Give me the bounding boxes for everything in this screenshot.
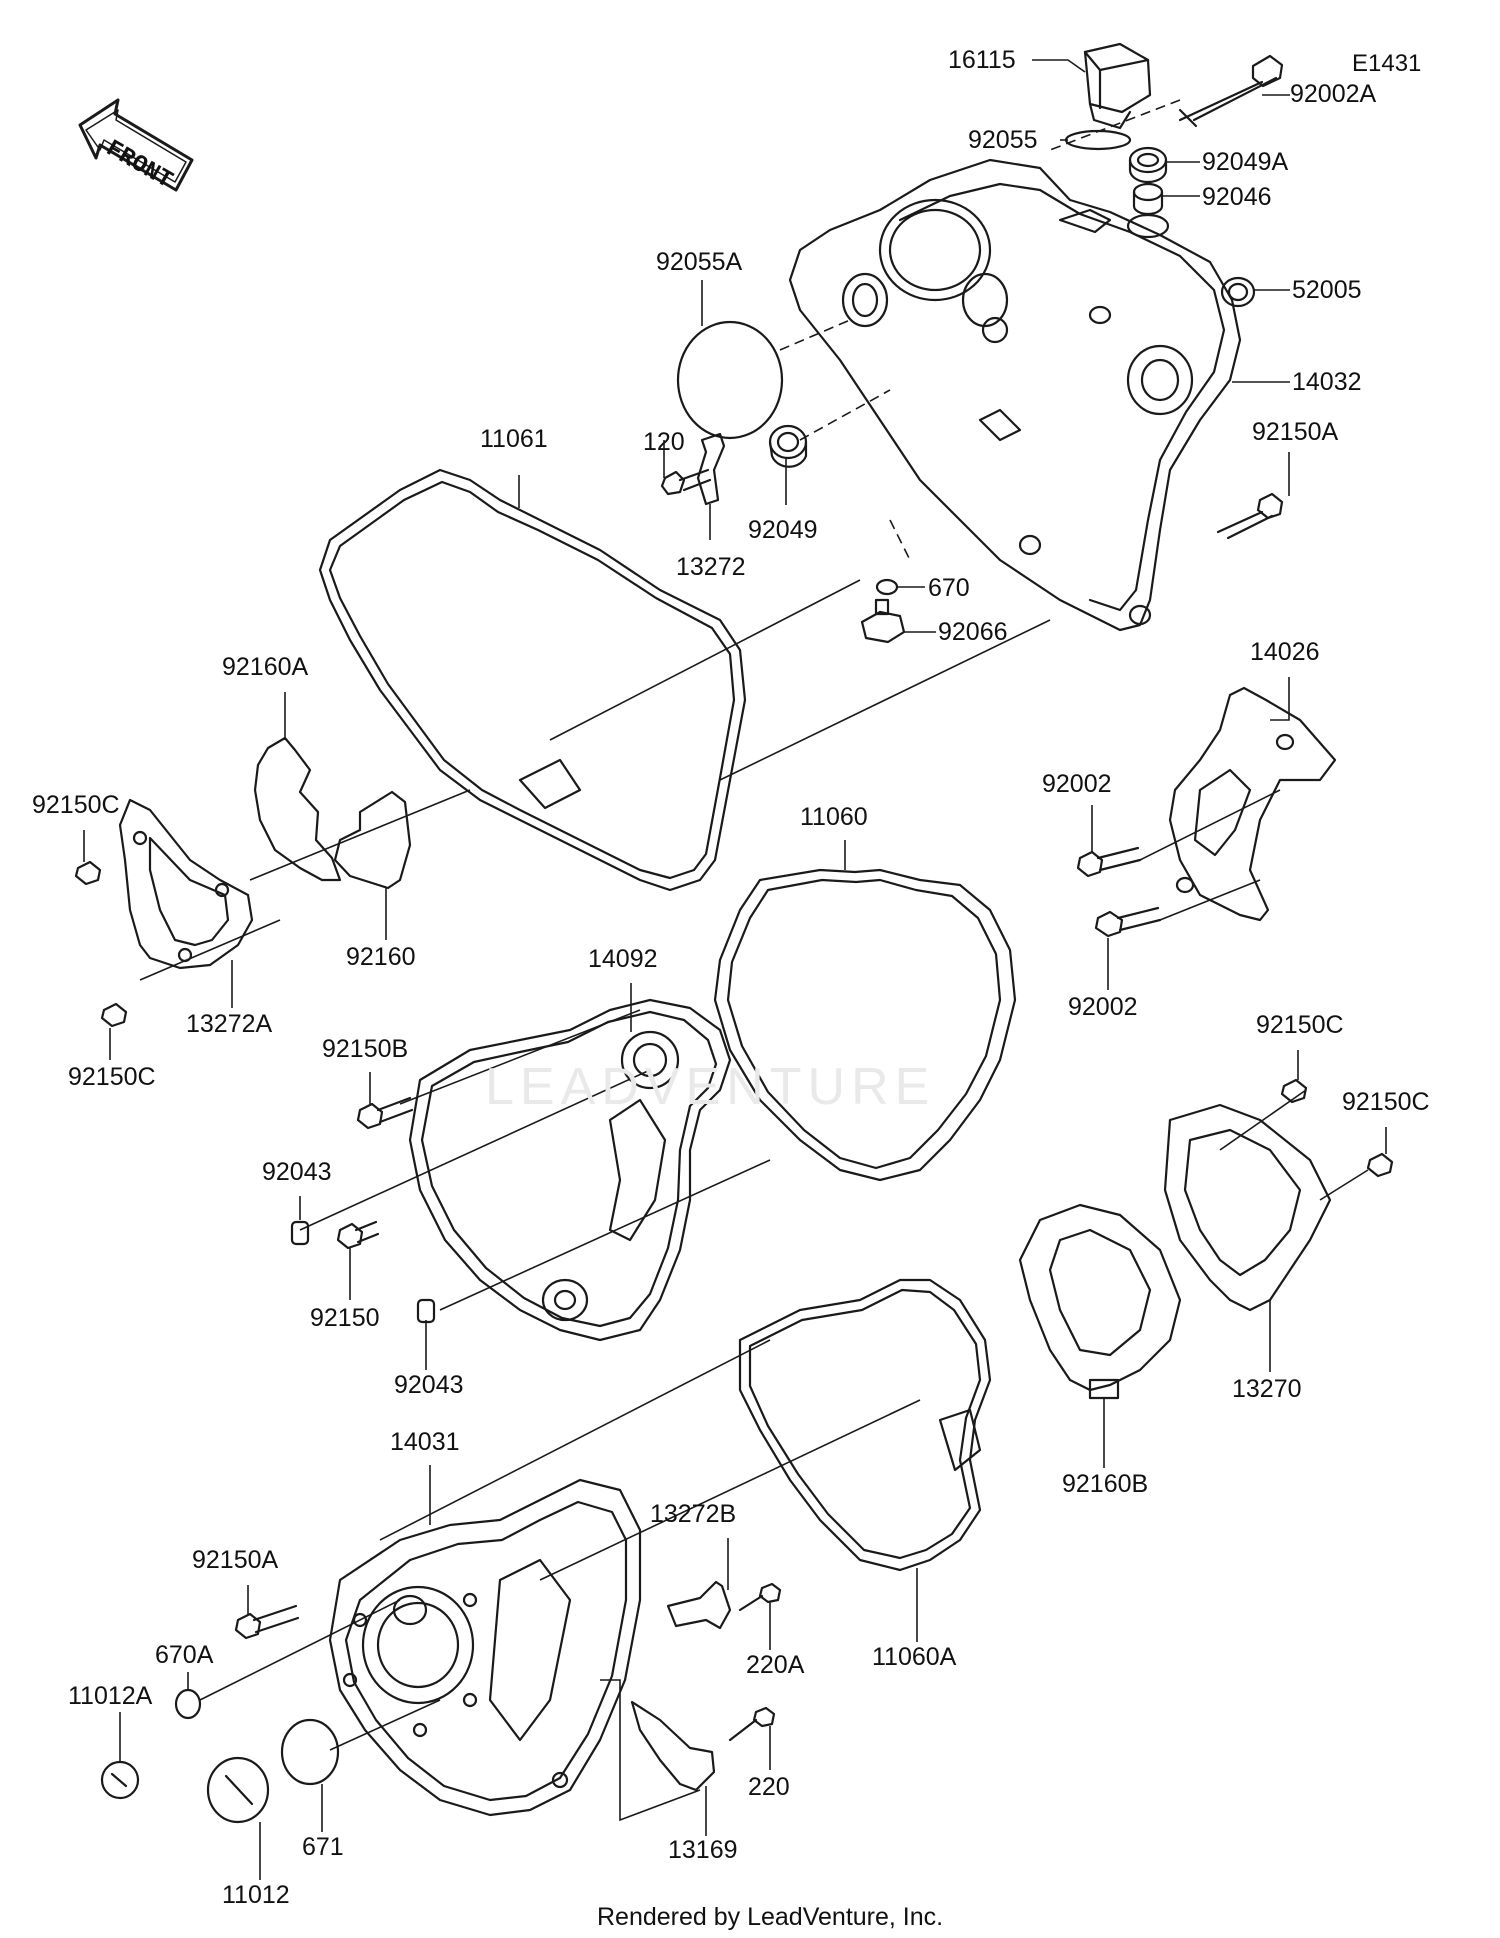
bolt-92150c-left-bottom	[100, 1002, 128, 1028]
footer-credit: Rendered by LeadVenture, Inc.	[597, 1903, 944, 1931]
part-label-13272b: 13272B	[650, 1500, 737, 1528]
seal-92049a	[1128, 146, 1168, 184]
plate-13272a	[118, 798, 254, 970]
part-label-92150b: 92150B	[322, 1035, 409, 1063]
clutch-cover-14032	[788, 158, 1242, 632]
o-ring-671	[280, 1718, 340, 1786]
leader-lines	[83, 59, 1387, 1880]
part-label-92049a: 92049A	[1202, 148, 1289, 176]
bolt-92150b	[356, 1096, 414, 1130]
part-label-11060: 11060	[800, 803, 868, 831]
part-label-14026: 14026	[1250, 638, 1320, 666]
part-label-220: 220	[748, 1773, 790, 1801]
cover-14026	[1168, 686, 1337, 922]
part-label-16115: 16115	[948, 46, 1016, 74]
part-label-92049: 92049	[748, 516, 818, 544]
part-label-92160a: 92160A	[222, 653, 309, 681]
part-label-670a: 670A	[155, 1641, 214, 1669]
bolt-92150a-bottom	[234, 1604, 300, 1640]
guide-13169	[630, 1700, 716, 1792]
watermark: LEADVENTURE	[485, 1058, 936, 1116]
seal-52005	[1220, 276, 1256, 308]
part-label-92150c-right-a: 92150C	[1256, 1011, 1344, 1039]
part-label-92150a-bottom: 92150A	[192, 1546, 279, 1574]
cover-13270	[1163, 1103, 1332, 1312]
part-label-120: 120	[643, 428, 685, 456]
part-label-14032: 14032	[1292, 368, 1362, 396]
part-label-11012: 11012	[222, 1881, 290, 1909]
part-label-13169: 13169	[668, 1836, 738, 1864]
bolt-92150c-right-b	[1366, 1152, 1394, 1178]
bolt-120	[660, 468, 712, 496]
diagram-code: E1431	[1352, 50, 1422, 77]
bolt-92150	[336, 1220, 380, 1250]
part-label-671: 671	[302, 1833, 344, 1861]
bolt-220a	[738, 1582, 782, 1612]
part-label-11060a: 11060A	[872, 1643, 957, 1671]
part-label-52005: 52005	[1292, 276, 1362, 304]
part-label-92160: 92160	[346, 943, 416, 971]
part-label-13270: 13270	[1232, 1375, 1302, 1403]
part-label-92002a: 92002A	[1290, 80, 1377, 108]
bolt-220	[728, 1706, 776, 1742]
part-label-92002-a: 92002	[1042, 770, 1112, 798]
part-label-92046: 92046	[1202, 183, 1272, 211]
part-label-92150c-left-top: 92150C	[32, 791, 120, 819]
bracket-13272	[696, 432, 726, 506]
part-label-14092: 14092	[588, 945, 658, 973]
bracket-13272b	[666, 1580, 732, 1630]
part-label-92150c-right-b: 92150C	[1342, 1088, 1430, 1116]
part-label-92160b: 92160B	[1062, 1470, 1149, 1498]
dowel-pin-92043-a	[290, 1220, 310, 1246]
oil-filler-cap-16115	[1083, 42, 1152, 130]
plug-11012	[206, 1756, 270, 1824]
gasket-11060a	[738, 1278, 992, 1572]
part-label-220a: 220A	[746, 1651, 805, 1679]
part-label-11012a: 11012A	[68, 1682, 153, 1710]
part-label-11061: 11061	[480, 425, 548, 453]
gasket-11061	[318, 468, 747, 892]
part-label-92055a: 92055A	[656, 248, 743, 276]
part-label-92043-b: 92043	[394, 1371, 464, 1399]
part-label-14031: 14031	[390, 1428, 460, 1456]
bolt-92150c-left-top	[74, 860, 102, 886]
part-label-670: 670	[928, 574, 970, 602]
part-label-92055: 92055	[968, 126, 1038, 154]
part-label-92043-a: 92043	[262, 1158, 332, 1186]
o-ring-92055a	[676, 320, 784, 440]
guide-92160	[333, 790, 412, 890]
guide-92160a	[253, 736, 342, 882]
part-label-92150: 92150	[310, 1304, 380, 1332]
bolt-92150a-top	[1216, 492, 1284, 540]
part-label-92150a-top: 92150A	[1252, 418, 1339, 446]
gasket-11060	[713, 868, 1017, 1182]
bolt-92150c-right-a	[1280, 1078, 1308, 1104]
part-label-92150c-left-bottom: 92150C	[68, 1063, 156, 1091]
part-label-13272: 13272	[676, 553, 746, 581]
bolt-92002-b	[1094, 906, 1162, 938]
part-label-13272a: 13272A	[186, 1010, 273, 1038]
part-label-92002-b: 92002	[1068, 993, 1138, 1021]
part-label-92066: 92066	[938, 618, 1008, 646]
bolt-92002a	[1178, 54, 1284, 128]
seal-92049	[768, 424, 808, 468]
